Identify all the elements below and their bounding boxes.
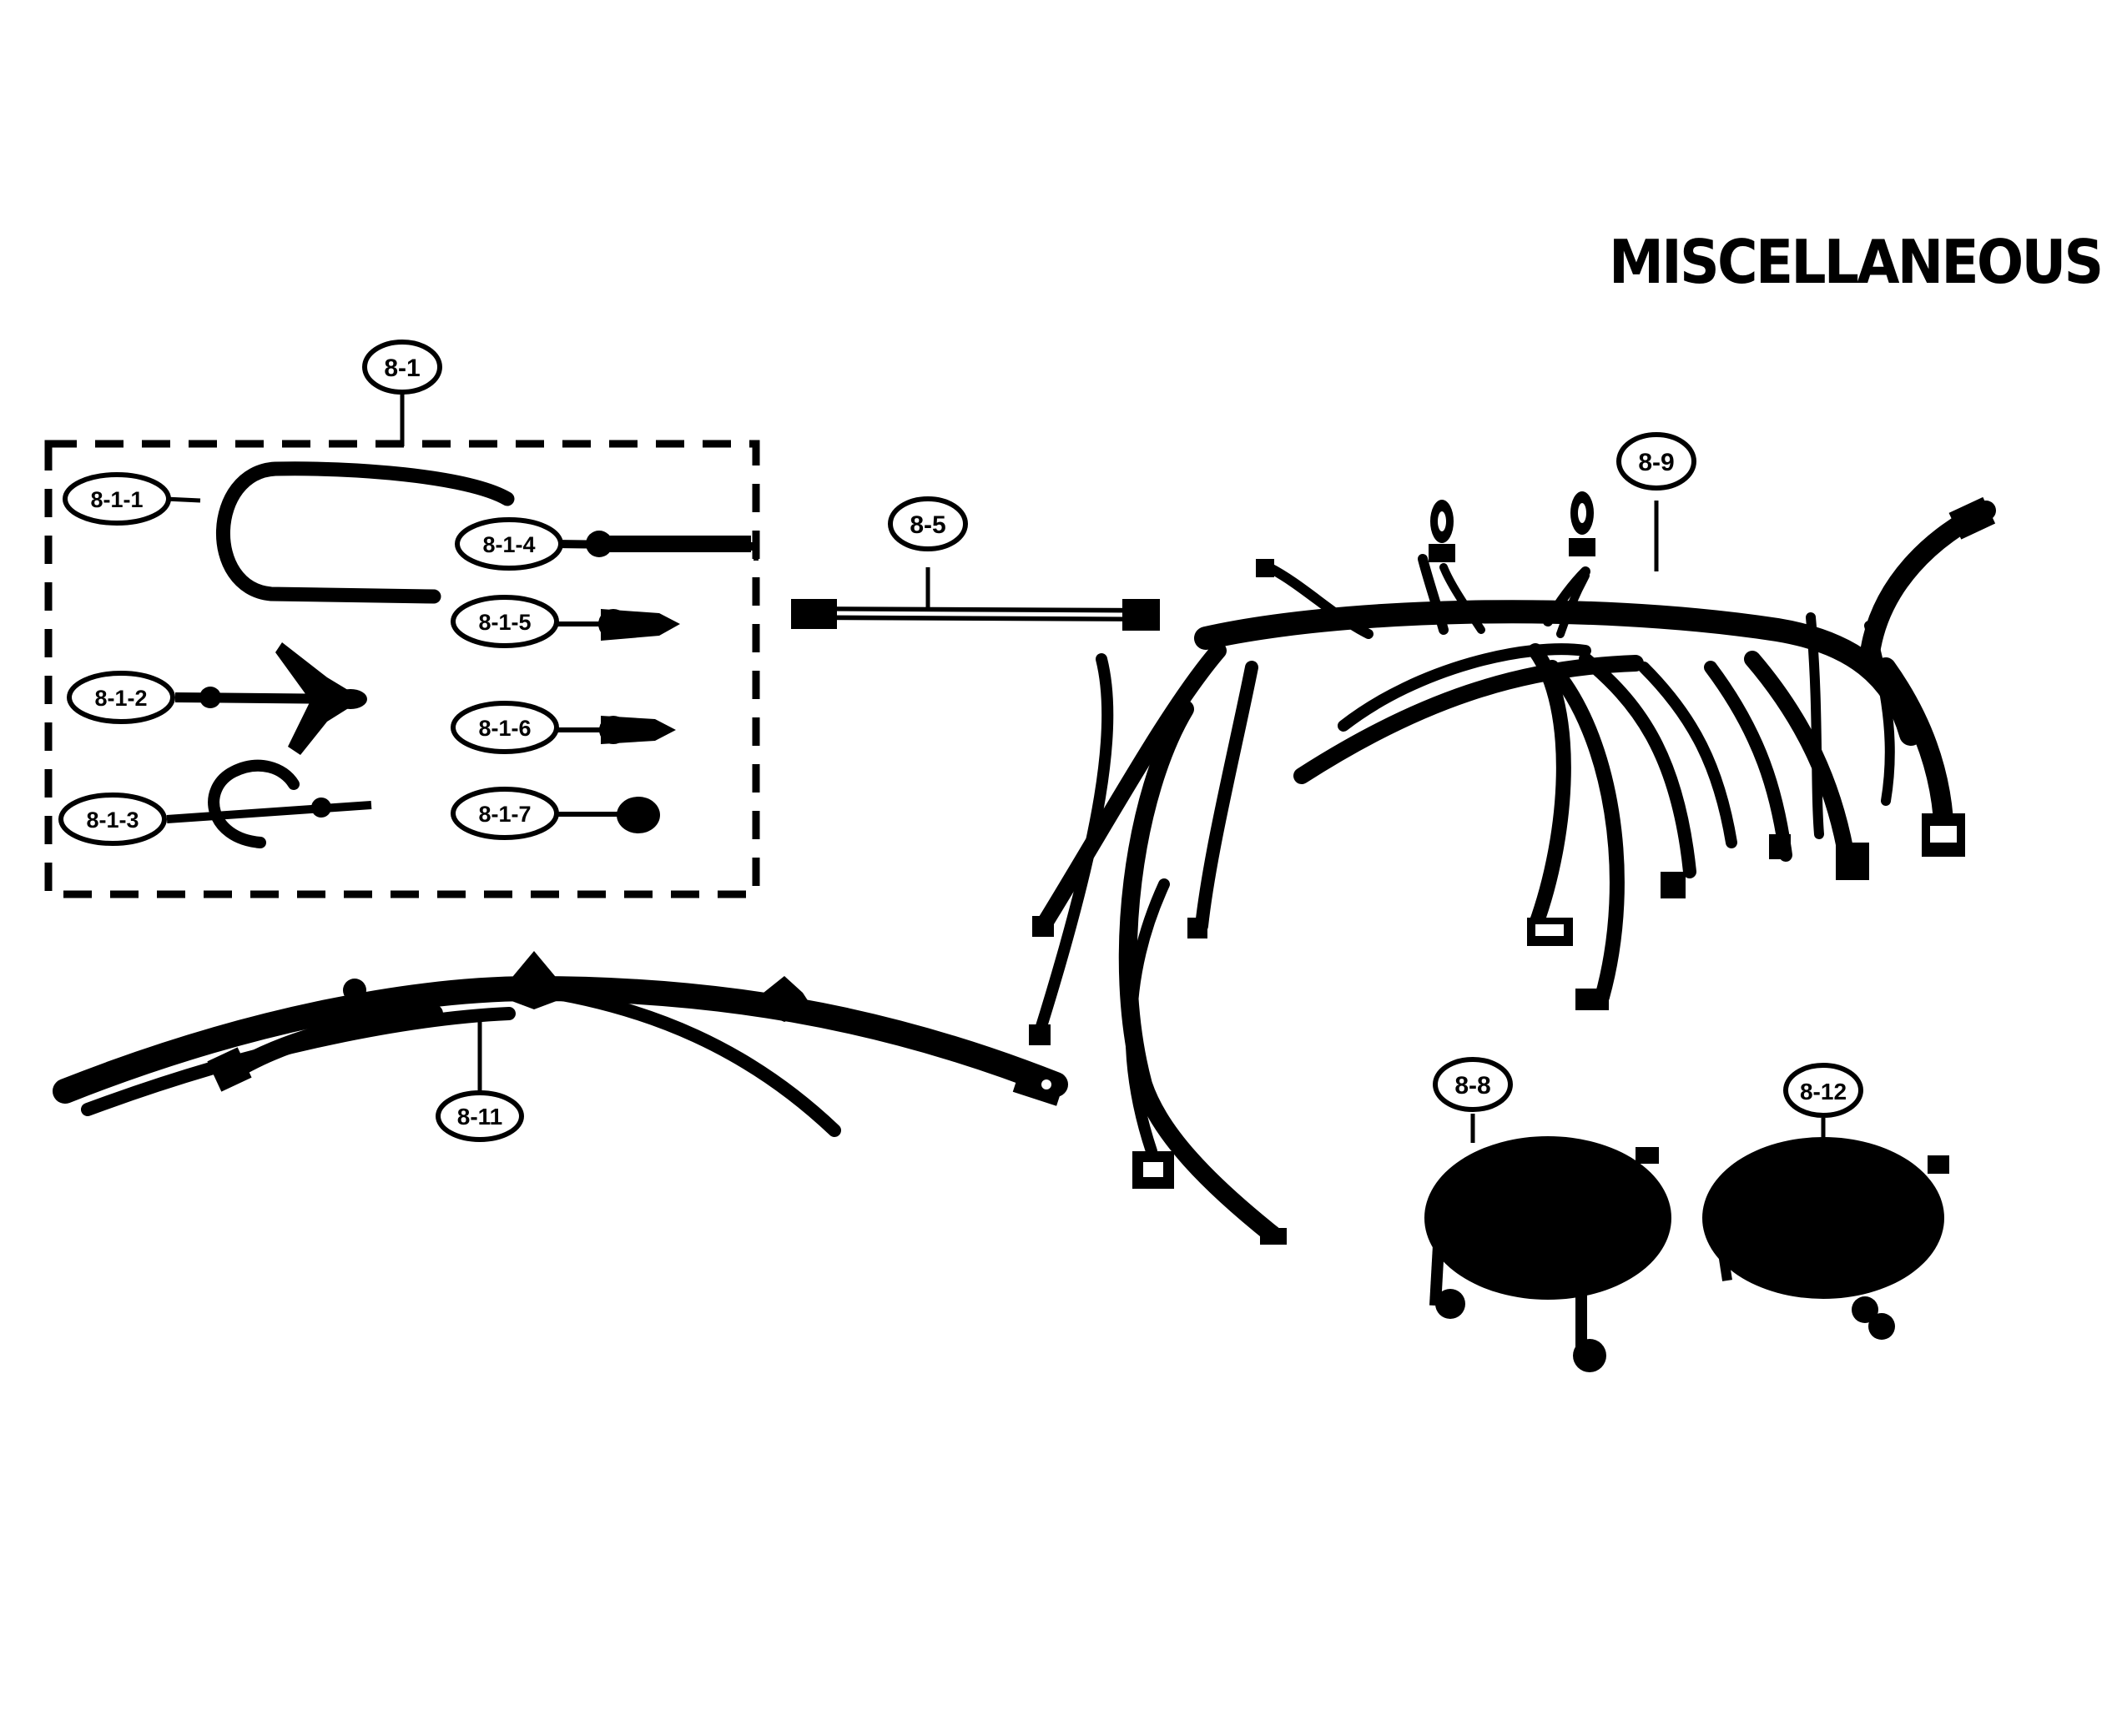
svg-text:8-11: 8-11 xyxy=(457,1104,503,1130)
svg-text:8-9: 8-9 xyxy=(1638,449,1674,476)
svg-text:8-8: 8-8 xyxy=(1454,1072,1490,1099)
cap-nut-part xyxy=(551,797,660,833)
harness-connectors xyxy=(1029,491,1996,1245)
svg-text:8-1-6: 8-1-6 xyxy=(478,716,531,741)
svg-text:8-1-1: 8-1-1 xyxy=(90,487,143,512)
right-foot-part xyxy=(1702,1118,1949,1340)
callout-8-1-1: 8-1-1 xyxy=(63,472,171,526)
left-harness-clips xyxy=(207,951,1066,1106)
svg-text:8-5: 8-5 xyxy=(910,511,945,539)
left-harness-holes xyxy=(1041,1079,1051,1089)
callout-8-1-7: 8-1-7 xyxy=(451,787,559,840)
rod-part xyxy=(791,567,1160,631)
u-bolt-leader xyxy=(164,496,201,503)
svg-text:8-1-4: 8-1-4 xyxy=(482,532,535,557)
svg-text:8-1-2: 8-1-2 xyxy=(94,686,147,711)
toggle-bolt-part xyxy=(174,642,367,755)
left-foot-part xyxy=(1424,1114,1671,1372)
callout-8-1-5: 8-1-5 xyxy=(451,595,559,648)
screw-hook-part xyxy=(166,759,372,848)
svg-text:8-1-5: 8-1-5 xyxy=(478,610,531,635)
callout-8-1: 8-1 xyxy=(362,340,442,395)
hardware-kit xyxy=(44,392,760,898)
callout-8-11: 8-11 xyxy=(436,1090,524,1142)
main-wire-harness xyxy=(1033,501,1996,1244)
u-bolt-part xyxy=(216,461,515,604)
svg-text:8-1-3: 8-1-3 xyxy=(86,808,139,833)
callout-8-8: 8-8 xyxy=(1433,1057,1513,1112)
plastic-anchor-part xyxy=(551,716,676,744)
svg-text:8-1-7: 8-1-7 xyxy=(478,802,531,827)
wall-anchor-part xyxy=(551,609,680,641)
callout-8-9: 8-9 xyxy=(1616,432,1696,491)
long-screw-part xyxy=(554,531,759,561)
svg-text:8-12: 8-12 xyxy=(1800,1079,1847,1104)
callout-8-1-4: 8-1-4 xyxy=(455,517,563,571)
page-title: MISCELLANEOUS xyxy=(1609,227,2104,297)
callout-8-5: 8-5 xyxy=(888,496,968,551)
callout-8-1-6: 8-1-6 xyxy=(451,701,559,754)
svg-text:8-1: 8-1 xyxy=(384,355,420,382)
callout-8-1-3: 8-1-3 xyxy=(58,793,167,846)
callout-8-12: 8-12 xyxy=(1783,1063,1863,1118)
callout-8-1-2: 8-1-2 xyxy=(67,671,175,724)
harness-connector-holes xyxy=(1143,826,1957,1177)
